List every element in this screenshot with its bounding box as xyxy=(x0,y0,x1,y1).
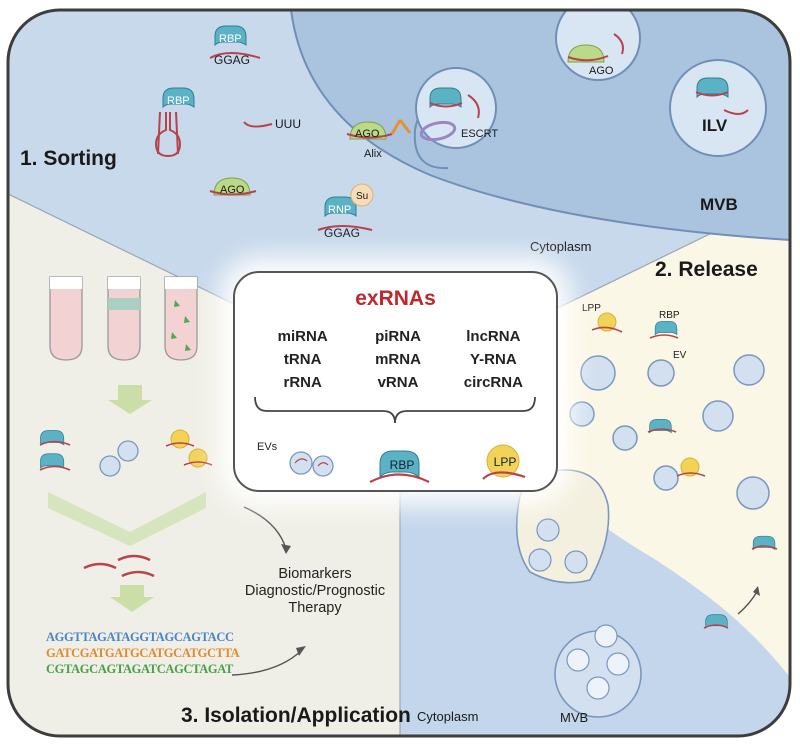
rna-type: Y-RNA xyxy=(469,351,517,368)
application-line-2: Diagnostic/Prognostic xyxy=(244,583,386,599)
rna-type: miRNA xyxy=(277,328,328,345)
rbp-label-2: RBP xyxy=(167,95,190,107)
rbp-release-label: RBP xyxy=(659,310,680,321)
application-line-1: Biomarkers xyxy=(278,566,352,582)
ggag-label-1: GGAG xyxy=(214,53,250,67)
su-label: Su xyxy=(356,191,368,202)
sequence-3: CGTAGCAGTAGATCAGCTAGAT xyxy=(46,662,233,676)
rbp-label-1: RBP xyxy=(219,33,242,45)
mvb-bottom-label: MVB xyxy=(560,710,588,725)
sequence-1: AGGTTAGATAGGTAGCAGTACC xyxy=(46,630,234,644)
section-release-label: 2. Release xyxy=(655,258,758,281)
carriers-illustration xyxy=(254,396,536,483)
exrnas-panel: exRNAs miRNA piRNA lncRNA tRNA mRNA Y-RN… xyxy=(233,271,558,492)
outer-frame xyxy=(6,8,792,738)
rnp-label: RNP xyxy=(328,204,351,216)
mvb-compartment xyxy=(288,10,790,241)
ggag-label-2: GGAG xyxy=(324,226,360,240)
exrnas-title: exRNAs xyxy=(355,287,436,310)
cytoplasm-top-label: Cytoplasm xyxy=(530,239,591,254)
rbp-carrier-label: RBP xyxy=(389,458,415,472)
lpp-carrier-label: LPP xyxy=(493,455,517,469)
application-text: Biomarkers Diagnostic/Prognostic Therapy xyxy=(230,566,400,617)
rbp-carrier xyxy=(379,450,420,479)
ilv-label: ILV xyxy=(702,116,728,135)
section-sorting-label: 1. Sorting xyxy=(20,147,117,170)
rna-type: mRNA xyxy=(375,351,421,368)
rna-type: circRNA xyxy=(463,374,523,391)
ago-label-3: AGO xyxy=(220,184,245,196)
carrier-brace xyxy=(254,396,536,424)
ago-label-1: AGO xyxy=(589,65,614,77)
rna-type: lncRNA xyxy=(466,328,521,345)
lpp-release-label: LPP xyxy=(582,303,601,314)
rna-type: rRNA xyxy=(283,374,322,391)
rna-type: piRNA xyxy=(375,328,421,345)
cytoplasm-bottom-label: Cytoplasm xyxy=(417,709,478,724)
budding-vesicle xyxy=(415,67,497,149)
mvb-top-label: MVB xyxy=(700,195,738,214)
section-isolation-label: 3. Isolation/Application xyxy=(181,704,411,727)
application-line-3: Therapy xyxy=(288,600,342,616)
rna-type: tRNA xyxy=(283,351,322,368)
sequence-2: GATCGATGATGCATGCATGCTTA xyxy=(46,646,240,660)
rna-type: vRNA xyxy=(377,374,419,391)
ago-label-2: AGO xyxy=(355,128,380,140)
ev-release-label: EV xyxy=(673,350,687,361)
centrifuge-tubes xyxy=(49,276,198,361)
uuu-label: UUU xyxy=(275,117,301,131)
rna-types-grid: miRNA piRNA lncRNA tRNA mRNA Y-RNA rRNA … xyxy=(255,327,541,392)
lpp-carrier xyxy=(486,444,520,478)
evs-label: EVs xyxy=(257,441,278,453)
escrt-ring xyxy=(419,120,457,142)
ilv-vesicle xyxy=(669,59,767,157)
alix-label: Alix xyxy=(364,148,382,160)
escrt-label: ESCRT xyxy=(461,128,498,140)
